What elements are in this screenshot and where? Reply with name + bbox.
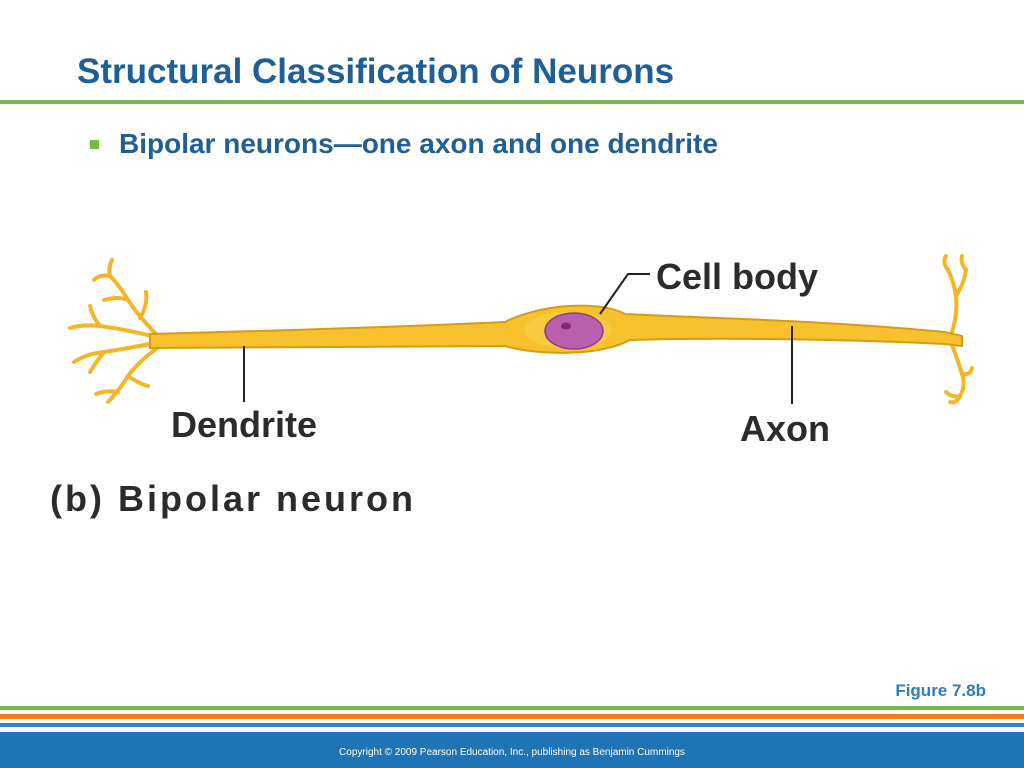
cell-body-label: Cell body bbox=[656, 256, 819, 297]
axon-label: Axon bbox=[740, 408, 830, 449]
square-bullet-icon bbox=[90, 139, 99, 149]
title-divider bbox=[0, 100, 1024, 104]
footer-stripe-orange bbox=[0, 714, 1024, 719]
dendrite-branches bbox=[68, 258, 162, 404]
footer-bar bbox=[0, 732, 1024, 768]
cell-body-leader bbox=[599, 273, 650, 315]
copyright-text: Copyright © 2009 Pearson Education, Inc.… bbox=[339, 747, 685, 758]
figure-reference: Figure 7.8b bbox=[895, 681, 986, 700]
footer-stripe-blue bbox=[0, 723, 1024, 727]
dendrite-label: Dendrite bbox=[171, 404, 318, 445]
footer-stripe-green bbox=[0, 706, 1024, 710]
axon-terminals bbox=[942, 254, 974, 405]
bullet-item: Bipolar neurons—one axon and one dendrit… bbox=[90, 128, 718, 160]
nucleolus bbox=[561, 322, 571, 330]
leader-lines bbox=[243, 273, 793, 404]
bullet-text: Bipolar neurons—one axon and one dendrit… bbox=[119, 128, 718, 159]
neuron-illustration bbox=[68, 254, 974, 405]
nucleus bbox=[544, 312, 604, 350]
figure-caption: (b) Bipolar neuron bbox=[50, 478, 416, 519]
slide-title: Structural Classification of Neurons bbox=[77, 52, 675, 91]
